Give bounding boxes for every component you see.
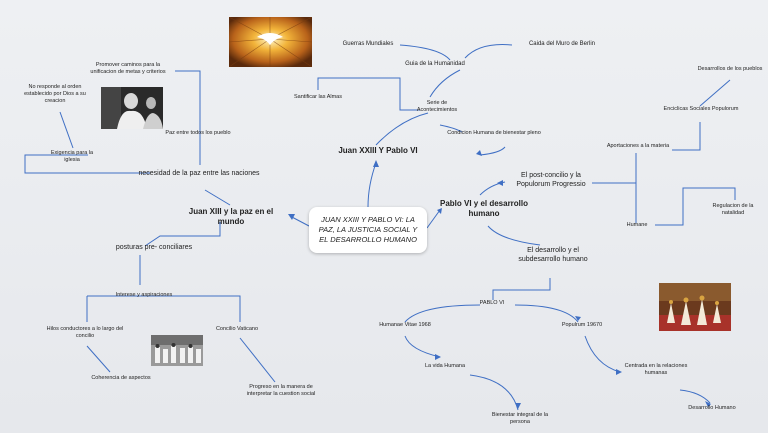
holy-spirit-image [229,17,312,67]
santificar-node[interactable]: Santificar las Almas [294,94,342,100]
condicion-node[interactable]: Condicion Humana de bienestar pleno [447,130,541,136]
hilos-node[interactable]: Hilos conductores a lo largo del concili… [46,326,124,339]
central-topic[interactable]: JUAN XXIII Y PABLO VI: LA PAZ, LA JUSTIC… [309,207,427,253]
left-branch-title[interactable]: Juan XIII y la paz en el mundo [188,207,274,226]
john-xxiii-photo [101,87,163,129]
no-responde-node[interactable]: No responde al orden establecido por Dio… [24,84,86,104]
right-branch-title[interactable]: Pablo VI y el desarrollo humano [439,199,529,218]
guia-node[interactable]: Guia de la Humanidad [405,61,465,67]
interese-node[interactable]: Interese y aspiraciones [115,292,173,298]
regulacion-node[interactable]: Regulacion de la natalidad [712,203,754,216]
vida-humana-node[interactable]: La vida Humana [424,363,466,369]
guerras-node[interactable]: Guerras Mundiales [342,41,394,47]
paz-todos-node[interactable]: Paz entre todos los pueblo [165,130,231,136]
serie-node[interactable]: Serie de Acontecimientos [416,100,458,113]
populrum-node[interactable]: Populrum 19670 [561,322,603,328]
top-branch-title[interactable]: Juan XXIII Y Pablo VI [338,146,418,155]
postconcilio-node[interactable]: El post-concilio y la Populorum Progress… [516,172,586,188]
posturas-node[interactable]: posturas pre- conciliares [115,244,193,251]
enciclicas-node[interactable]: Enciclicas Sociales Populorum [663,106,739,112]
bienestar-node[interactable]: Bienestar integral de la persona [491,412,549,425]
paul-vi-ceremony-photo [659,283,731,331]
necesidad-node[interactable]: necesidad de la paz entre las naciones [138,170,260,177]
pablo-vi-node[interactable]: PABLO VI [479,300,505,306]
desarrollo-sub-node[interactable]: El desarrollo y el subdesarrollo humano [518,247,588,263]
vatican-council-photo [151,335,203,366]
promover-node[interactable]: Promover caminos para la unificacion de … [90,62,166,75]
desarrollos-node[interactable]: Desarrollos de los pueblos [697,66,763,72]
concilio-node[interactable]: Concilio Vaticano [215,326,259,332]
progreso-node[interactable]: Progreso en la manera de interpretar la … [246,384,316,397]
humanae-vitae-node[interactable]: Humanae Vitae 1968 [379,322,431,328]
desarrollo-humano-node[interactable]: Desarrollo Humano [688,405,736,411]
humane-node[interactable]: Humane [626,222,648,228]
centrada-node[interactable]: Centrada en la relaciones humanas [624,363,688,376]
caida-node[interactable]: Caida del Muro de Berlin [528,41,596,47]
aportaciones-node[interactable]: Aportaciones a la materia [606,143,670,149]
exigencia-node[interactable]: Exigencia para la iglesia [50,150,94,163]
coherencia-node[interactable]: Coherencia de aspectos [91,375,151,381]
